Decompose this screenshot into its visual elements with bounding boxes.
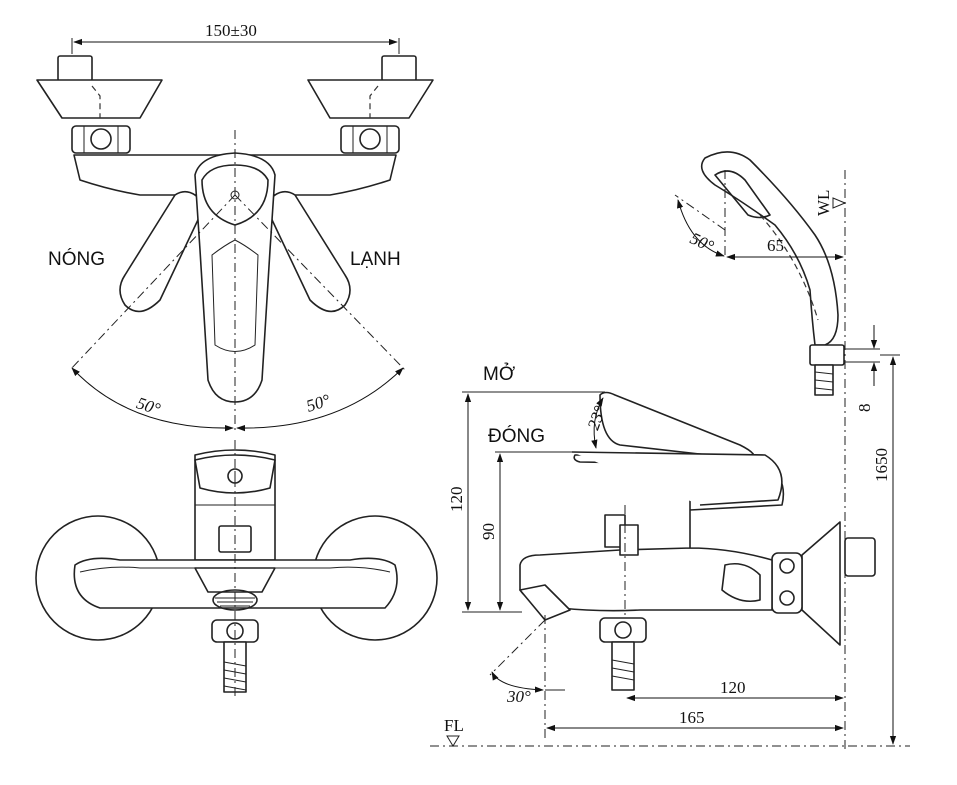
holder-height-label: 1650 bbox=[872, 448, 891, 482]
open-height-label: 120 bbox=[447, 487, 466, 513]
plan-view bbox=[36, 38, 434, 432]
spout-depth-label: 165 bbox=[679, 708, 705, 727]
wall-level-label: WL bbox=[814, 190, 833, 216]
left-angle-label: 50° bbox=[134, 393, 163, 418]
spout-angle-label: 30° bbox=[506, 687, 531, 706]
front-view bbox=[35, 440, 438, 700]
floor-level-label: FL bbox=[444, 716, 464, 735]
side-view: WL bbox=[430, 151, 910, 750]
holder-size-label: 8 bbox=[855, 404, 874, 413]
closed-height-label: 90 bbox=[479, 523, 498, 540]
hot-label: NÓNG bbox=[48, 248, 105, 270]
shower-offset-label: 65 bbox=[767, 236, 784, 255]
shower-angle-label: 50° bbox=[687, 229, 717, 256]
cold-label: LẠNH bbox=[350, 249, 401, 270]
inlet-spacing-label: 150±30 bbox=[205, 21, 257, 40]
right-angle-label: 50° bbox=[304, 390, 333, 415]
closed-label: ĐÓNG bbox=[488, 425, 545, 447]
inlet-depth-label: 120 bbox=[720, 678, 746, 697]
open-label: MỞ bbox=[483, 363, 515, 385]
